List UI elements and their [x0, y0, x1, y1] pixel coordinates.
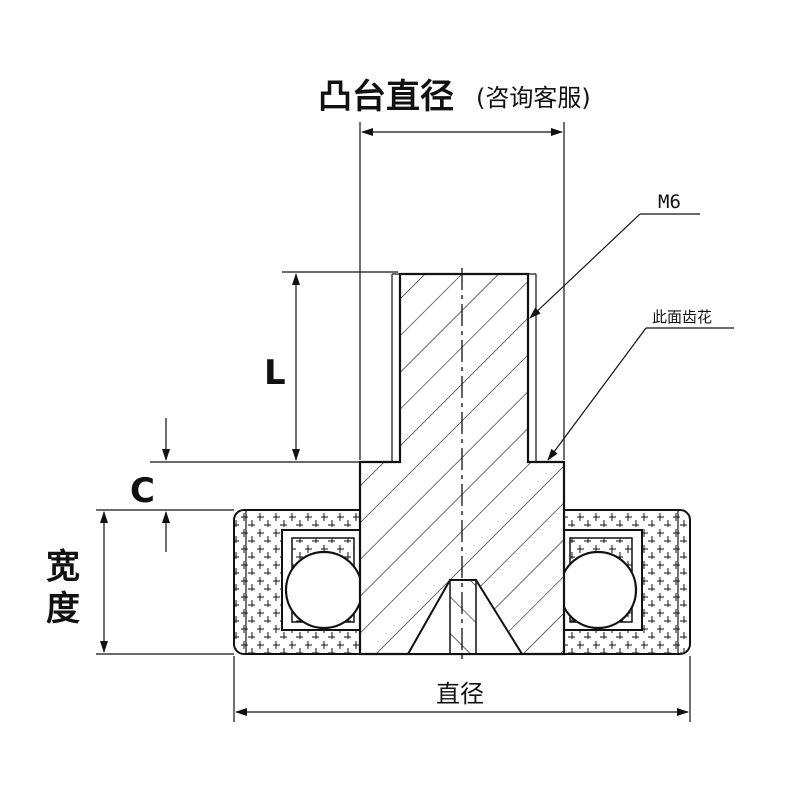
label-knurl: 此面齿花	[652, 308, 712, 326]
dim-clearance	[96, 418, 234, 552]
central-hub	[358, 268, 566, 660]
title-main: 凸台直径	[318, 77, 454, 117]
bearing-left	[281, 529, 364, 631]
dim-length	[150, 271, 398, 463]
label-thread: M6	[658, 191, 681, 213]
label-diameter: 直径	[436, 680, 484, 708]
bearing-right	[558, 529, 643, 631]
label-clearance: C	[130, 471, 155, 511]
leader-knurl	[547, 327, 734, 461]
dim-diameter	[233, 656, 691, 722]
leader-thread	[529, 213, 700, 319]
label-length: L	[264, 353, 286, 393]
label-width-bottom: 度	[46, 589, 80, 629]
dim-width	[96, 511, 234, 655]
label-width-top: 宽	[46, 547, 80, 587]
dim-boss-diameter	[359, 122, 565, 460]
title-sub: (咨询客服)	[476, 84, 591, 112]
